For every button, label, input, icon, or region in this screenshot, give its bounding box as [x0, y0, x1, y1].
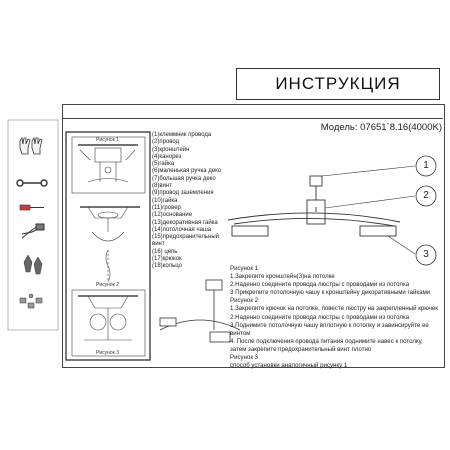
part-item: (6)маленькая ручка деко: [152, 168, 222, 175]
instruction-line: 2.Наденно соедините провода люстры с про…: [230, 281, 410, 289]
callout-number: 1: [423, 160, 429, 171]
gloves-icon: [19, 136, 43, 155]
part-item: винт: [152, 241, 165, 248]
callout-number: 3: [423, 249, 429, 260]
figure3-small-drawing: [159, 279, 241, 343]
part-item: (15)предохранительный: [152, 234, 219, 241]
part-item: (4)канорез: [152, 153, 182, 160]
tools-frame: [7, 119, 59, 331]
part-item: (8)винт: [152, 183, 172, 190]
figure3-caption: Рисунок 3: [96, 350, 120, 356]
part-item: (12)основание: [152, 212, 193, 219]
instruction-line: 3 Прикрепите потолочную чашу к кронштейн…: [230, 289, 431, 297]
figure1-caption: Рисунок 1: [96, 137, 120, 143]
part-item: (5)гайка: [152, 161, 175, 168]
wrench-icon: [16, 179, 48, 187]
figure2-drawing: [80, 206, 140, 283]
instructions-text: Рисунок 1 1.Закрепите кронштейн(3)на пот…: [230, 265, 445, 370]
instruction-line: 4. После подключения провода питания под…: [230, 337, 423, 345]
callout-lines: [321, 165, 416, 255]
instruction-frame: [62, 104, 445, 368]
figure3-drawing: [71, 289, 146, 357]
part-item: (16) цепь: [152, 248, 178, 255]
instruction-line: затем закрепите предохранительный винт п…: [230, 345, 372, 353]
screwdriver-icon: [19, 204, 44, 211]
instruction-line: 3.Поднимите потолочную чашу вплотную к п…: [230, 321, 429, 329]
part-item: (14)потолочная чаша: [152, 226, 212, 233]
part-item: (13)декоративная гайка: [152, 219, 218, 226]
part-item: (11)гровер: [152, 204, 181, 211]
header-strip: [62, 104, 443, 119]
pliers-icon: [21, 223, 45, 239]
instruction-line: Рисунок 2: [230, 297, 259, 305]
part-item: (18)кольцо: [152, 263, 182, 270]
document-title: ИНСТРУКЦИЯ: [236, 68, 440, 100]
part-item: (17)крюкок: [152, 256, 182, 263]
callout-circles: [415, 155, 437, 266]
instruction-line: 1.Закрепите кронштейн(3)на потолке: [230, 273, 335, 281]
figure2-caption: Рисунок 2: [96, 282, 120, 288]
part-item: (2)провод: [152, 139, 180, 146]
instruction-line: винтом: [230, 329, 251, 337]
callout-number: 2: [423, 190, 429, 201]
instruction-line: Рисунок 3: [230, 354, 259, 362]
instruction-line: 2.Наденно соедините провода люстры с про…: [230, 313, 410, 321]
part-item: (3)кронштейн: [152, 146, 190, 153]
parts-legend: (1)клеммник провода (2)провод (3)кронште…: [152, 132, 221, 271]
model-label: Модель: 07651`8.16(4000K): [320, 122, 442, 133]
part-item: (1)клеммник провода: [152, 132, 212, 138]
wall-plugs-icon: [23, 254, 43, 275]
screws-icon: [19, 293, 43, 309]
figure1-drawing: [71, 136, 146, 194]
instruction-line: Рисунок 1: [230, 265, 259, 272]
part-item: (10)гайка: [152, 197, 178, 204]
part-item: (7)большая ручка деко: [152, 175, 216, 182]
instruction-line: 1.Закрепите крючок на потолке, повесте л…: [230, 305, 438, 313]
part-item: (9)провод заземления: [152, 190, 214, 197]
chandelier-drawing: [227, 175, 401, 237]
instruction-line: способ установки аналогичный рисунку 1: [230, 362, 348, 370]
